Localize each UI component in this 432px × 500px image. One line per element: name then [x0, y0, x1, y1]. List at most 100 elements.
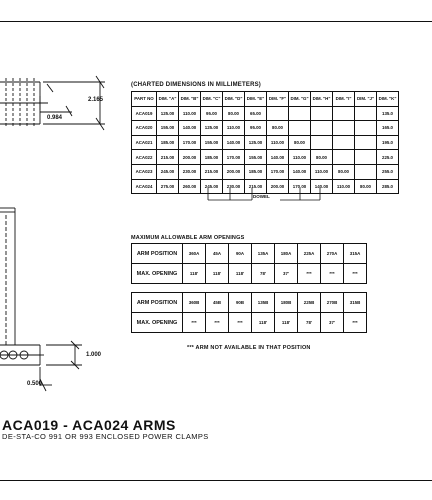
- bottom-border-line: [0, 480, 432, 481]
- header-cell: DIM. "C": [200, 91, 223, 107]
- max-opening-cell: 118': [228, 263, 252, 284]
- table-cell: 230.00: [178, 163, 201, 180]
- table-cell: [288, 120, 311, 136]
- table-cell: 140.00: [288, 163, 311, 180]
- arm-openings-table-b: ARM POSITION 360B 45B 90B 135B 180B 225B…: [131, 292, 367, 333]
- dimension-2165: 2.165: [88, 97, 104, 103]
- arm-position-cell: 225B: [297, 292, 321, 313]
- table-cell: 110.00: [266, 134, 289, 151]
- top-border-line: [0, 21, 432, 22]
- max-opening-cell: ***: [205, 312, 229, 333]
- table-cell: ACA024: [131, 178, 157, 195]
- max-opening-label: MAX. OPENING: [131, 263, 183, 284]
- table-cell: ACA023: [131, 163, 157, 180]
- arm-position-cell: 270B: [320, 292, 344, 313]
- dimension-1000: 1.000: [86, 352, 102, 358]
- max-opening-cell: 37': [320, 312, 344, 333]
- table-cell: 95.00: [244, 120, 267, 136]
- table-cell: 255.0: [376, 163, 399, 180]
- table-cell: 260.00: [178, 178, 201, 195]
- arm-position-cell: 135B: [251, 292, 275, 313]
- table-cell: 200.00: [178, 149, 201, 165]
- table-cell: ACA022: [131, 149, 157, 165]
- table-cell: ACA021: [131, 134, 157, 151]
- table-cell: 275.00: [156, 178, 179, 195]
- table-cell: [332, 120, 355, 136]
- table-cell: 155.00: [200, 134, 223, 151]
- max-opening-cell: ***: [343, 263, 367, 284]
- max-opening-cell: 37': [274, 263, 298, 284]
- arm-position-cell: 180B: [274, 292, 298, 313]
- table-cell: 185.00: [244, 163, 267, 180]
- table-cell: 245.00: [156, 163, 179, 180]
- arm-position-label: ARM POSITION: [131, 292, 183, 313]
- table-cell: 135.0: [376, 105, 399, 122]
- arm-position-cell: 90A: [228, 243, 252, 264]
- dimension-0984: 0.984: [47, 115, 63, 121]
- max-opening-cell: 78': [297, 312, 321, 333]
- table-row: ACA023 245.00 230.00 215.00 200.00 185.0…: [131, 163, 399, 180]
- table-cell: [332, 149, 355, 165]
- table-cell: [354, 163, 377, 180]
- arm-position-cell: 315B: [343, 292, 367, 313]
- header-cell: PART NO: [131, 91, 157, 107]
- max-opening-cell: ***: [297, 263, 321, 284]
- table-cell: 170.00: [266, 163, 289, 180]
- table-cell: 225.0: [376, 149, 399, 165]
- table-cell: ACA020: [131, 120, 157, 136]
- table-cell: 80.00: [288, 134, 311, 151]
- table-cell: [354, 134, 377, 151]
- header-cell: DIM. "D": [222, 91, 245, 107]
- max-opening-row: MAX. OPENING *** *** *** 118' 118' 78' 3…: [131, 312, 367, 333]
- arm-position-cell: 360B: [182, 292, 206, 313]
- arm-technical-drawing: [0, 75, 105, 392]
- table-cell: 80.00: [310, 149, 333, 165]
- availability-note: *** ARM NOT AVAILABLE IN THAT POSITION: [187, 345, 311, 351]
- header-cell: DIM. "H": [310, 91, 333, 107]
- arm-position-cell: 45B: [205, 292, 229, 313]
- max-opening-cell: 118': [251, 312, 275, 333]
- table-cell: 110.00: [332, 178, 355, 195]
- table-cell: 170.00: [178, 134, 201, 151]
- table-cell: 200.00: [222, 163, 245, 180]
- table-cell: [310, 105, 333, 122]
- table-cell: ACA019: [131, 105, 157, 122]
- dimension-0500: 0.500: [27, 381, 43, 387]
- table-row: ACA024 275.00 260.00 245.00 230.00 215.0…: [131, 178, 399, 195]
- arm-openings-table-a: ARM POSITION 360A 45A 90A 135A 180A 225A…: [131, 243, 367, 284]
- table-row: ACA022 215.00 200.00 185.00 170.00 155.0…: [131, 149, 399, 165]
- table-cell: 80.00: [332, 163, 355, 180]
- max-opening-cell: 78': [251, 263, 275, 284]
- table-cell: 140.00: [178, 120, 201, 136]
- table-cell: 140.00: [266, 149, 289, 165]
- table-cell: 215.00: [200, 163, 223, 180]
- header-cell: DIM. "G": [288, 91, 311, 107]
- drawing-title: ACA019 - ACA024 ARMS: [2, 417, 176, 433]
- max-opening-cell: ***: [182, 312, 206, 333]
- table-cell: 215.00: [156, 149, 179, 165]
- table-cell: 170.00: [288, 178, 311, 195]
- arm-position-cell: 225A: [297, 243, 321, 264]
- header-cell: DIM. "J": [354, 91, 377, 107]
- arm-position-cell: 135A: [251, 243, 275, 264]
- dowel-callout-lines: [207, 188, 321, 201]
- table-cell: 165.0: [376, 120, 399, 136]
- arm-position-cell: 270A: [320, 243, 344, 264]
- table-cell: 170.00: [222, 149, 245, 165]
- table-cell: [354, 105, 377, 122]
- max-opening-cell: ***: [228, 312, 252, 333]
- header-cell: DIM. "E": [244, 91, 267, 107]
- drawing-subtitle: DE-STA-CO 991 OR 993 ENCLOSED POWER CLAM…: [2, 432, 209, 441]
- table-cell: [354, 120, 377, 136]
- table-cell: 140.00: [222, 134, 245, 151]
- arm-position-label: ARM POSITION: [131, 243, 183, 264]
- max-opening-cell: ***: [320, 263, 344, 284]
- title-block: ACA019 - ACA024 ARMS DE-STA-CO 991 OR 99…: [2, 417, 209, 441]
- arm-openings-title: MAXIMUM ALLOWABLE ARM OPENINGS: [131, 235, 245, 241]
- max-opening-cell: 118': [205, 263, 229, 284]
- table-cell: 110.00: [310, 163, 333, 180]
- max-opening-cell: 118': [182, 263, 206, 284]
- table-cell: [310, 120, 333, 136]
- table-cell: 185.00: [156, 134, 179, 151]
- arm-position-cell: 180A: [274, 243, 298, 264]
